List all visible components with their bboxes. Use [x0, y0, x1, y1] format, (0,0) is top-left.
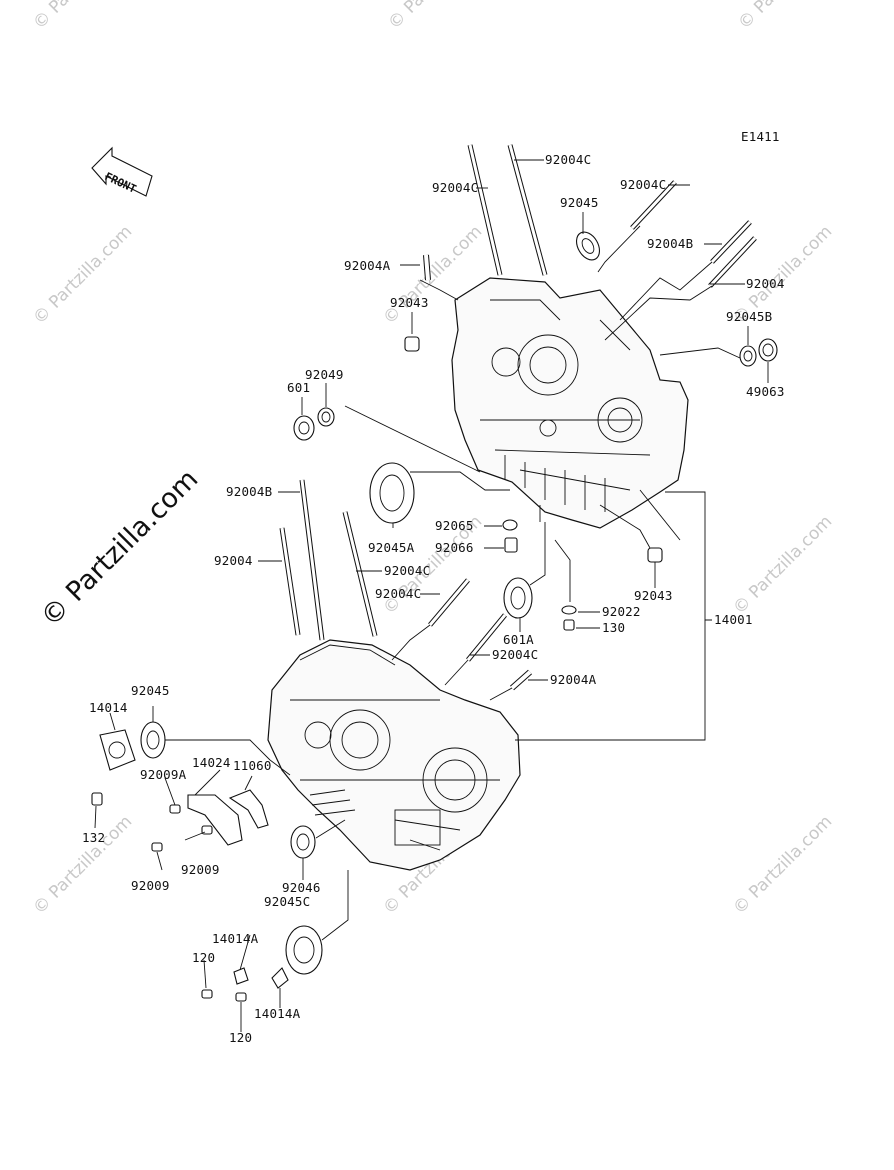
part-label: 92004C	[545, 152, 591, 167]
bearing-92046	[290, 825, 316, 859]
part-label: 92004C	[492, 647, 538, 662]
part-label: 92004	[214, 553, 253, 568]
part-label: 14014A	[254, 1006, 301, 1021]
cover-14014	[99, 729, 136, 771]
cap-14014A-b	[271, 967, 289, 989]
part-label: 601A	[503, 632, 534, 647]
watermark: © Partzilla.com	[29, 0, 136, 34]
part-label: 92066	[435, 540, 474, 555]
part-label: 92004A	[344, 258, 391, 273]
part-label: 132	[82, 830, 105, 845]
bolt-92009-b	[151, 842, 163, 852]
part-label: 92045	[131, 683, 170, 698]
part-label: 92004C	[620, 177, 666, 192]
watermark: © Partzilla.com	[29, 222, 136, 329]
stud-bolts	[279, 144, 757, 691]
dowel-92043-top	[404, 336, 420, 352]
washer-92022	[561, 605, 577, 615]
part-label: 92046	[282, 880, 321, 895]
part-label: 92004C	[375, 586, 421, 601]
part-label: 92045	[560, 195, 599, 210]
part-label: 92009A	[140, 767, 187, 782]
part-label: 120	[192, 950, 215, 965]
bolt-92009A	[169, 804, 181, 814]
bearing-601A	[503, 577, 533, 619]
part-label: 14014A	[212, 931, 259, 946]
watermark: © Partzilla.com	[729, 512, 836, 619]
bolt-120-a	[201, 989, 213, 999]
bearing-92045C	[285, 925, 323, 975]
bearing-601	[293, 415, 315, 441]
part-label: 14001	[714, 612, 753, 627]
part-label: 92043	[634, 588, 673, 603]
part-label: 92043	[390, 295, 429, 310]
bolt-130	[563, 619, 575, 631]
part-label: 120	[229, 1030, 252, 1045]
part-label: 92009	[181, 862, 220, 877]
part-label: 92004	[746, 276, 785, 291]
bearing-92045-left	[140, 721, 166, 759]
part-label: 92065	[435, 518, 474, 533]
bearing-92045B	[739, 345, 757, 367]
upper-crankcase	[451, 277, 689, 529]
seal-92049	[317, 407, 335, 427]
plug-92066	[504, 537, 518, 553]
part-label: 14024	[192, 755, 231, 770]
bearings-and-seals	[91, 231, 778, 1002]
bearing-92045-top	[575, 231, 601, 261]
washer-92065	[502, 519, 518, 531]
part-labels: 92004C 92004C 92004C 92045 92004B 92004A…	[82, 152, 785, 1045]
part-label: 92049	[305, 367, 344, 382]
bolt-132	[91, 792, 103, 806]
part-label: 601	[287, 380, 310, 395]
part-label: 11060	[233, 758, 272, 773]
part-label: 14014	[89, 700, 128, 715]
part-label: 49063	[746, 384, 785, 399]
watermark: © Partzilla.com	[29, 812, 136, 919]
part-label: 92004B	[226, 484, 272, 499]
front-arrow-icon: FRONT	[91, 146, 153, 197]
part-label: 130	[602, 620, 625, 635]
plate-14024	[187, 794, 243, 846]
part-label: 92045B	[726, 309, 772, 324]
part-label: 92045C	[264, 894, 310, 909]
bearing-92045A	[369, 462, 415, 524]
leader-lines	[94, 159, 769, 1032]
part-label: 92004A	[550, 672, 597, 687]
diagram-code: E1411	[741, 129, 780, 144]
part-label: 92004C	[432, 180, 478, 195]
part-label: 92045A	[368, 540, 415, 555]
part-label: 92022	[602, 604, 641, 619]
seal-49063	[758, 338, 778, 362]
watermark: © Partzilla.com	[384, 0, 491, 34]
watermark-main: © Partzilla.com	[35, 464, 204, 633]
bolt-120-b	[235, 992, 247, 1002]
watermark: © Partzilla.com	[734, 0, 841, 34]
watermark: © Partzilla.com	[729, 812, 836, 919]
part-label: 92004B	[647, 236, 693, 251]
cap-14014A-a	[233, 967, 249, 985]
part-label: 92004C	[384, 563, 430, 578]
lower-crankcase	[267, 639, 521, 871]
part-label: 92009	[131, 878, 170, 893]
dowel-92043-mid	[647, 547, 663, 563]
bracket-11060	[228, 789, 269, 829]
